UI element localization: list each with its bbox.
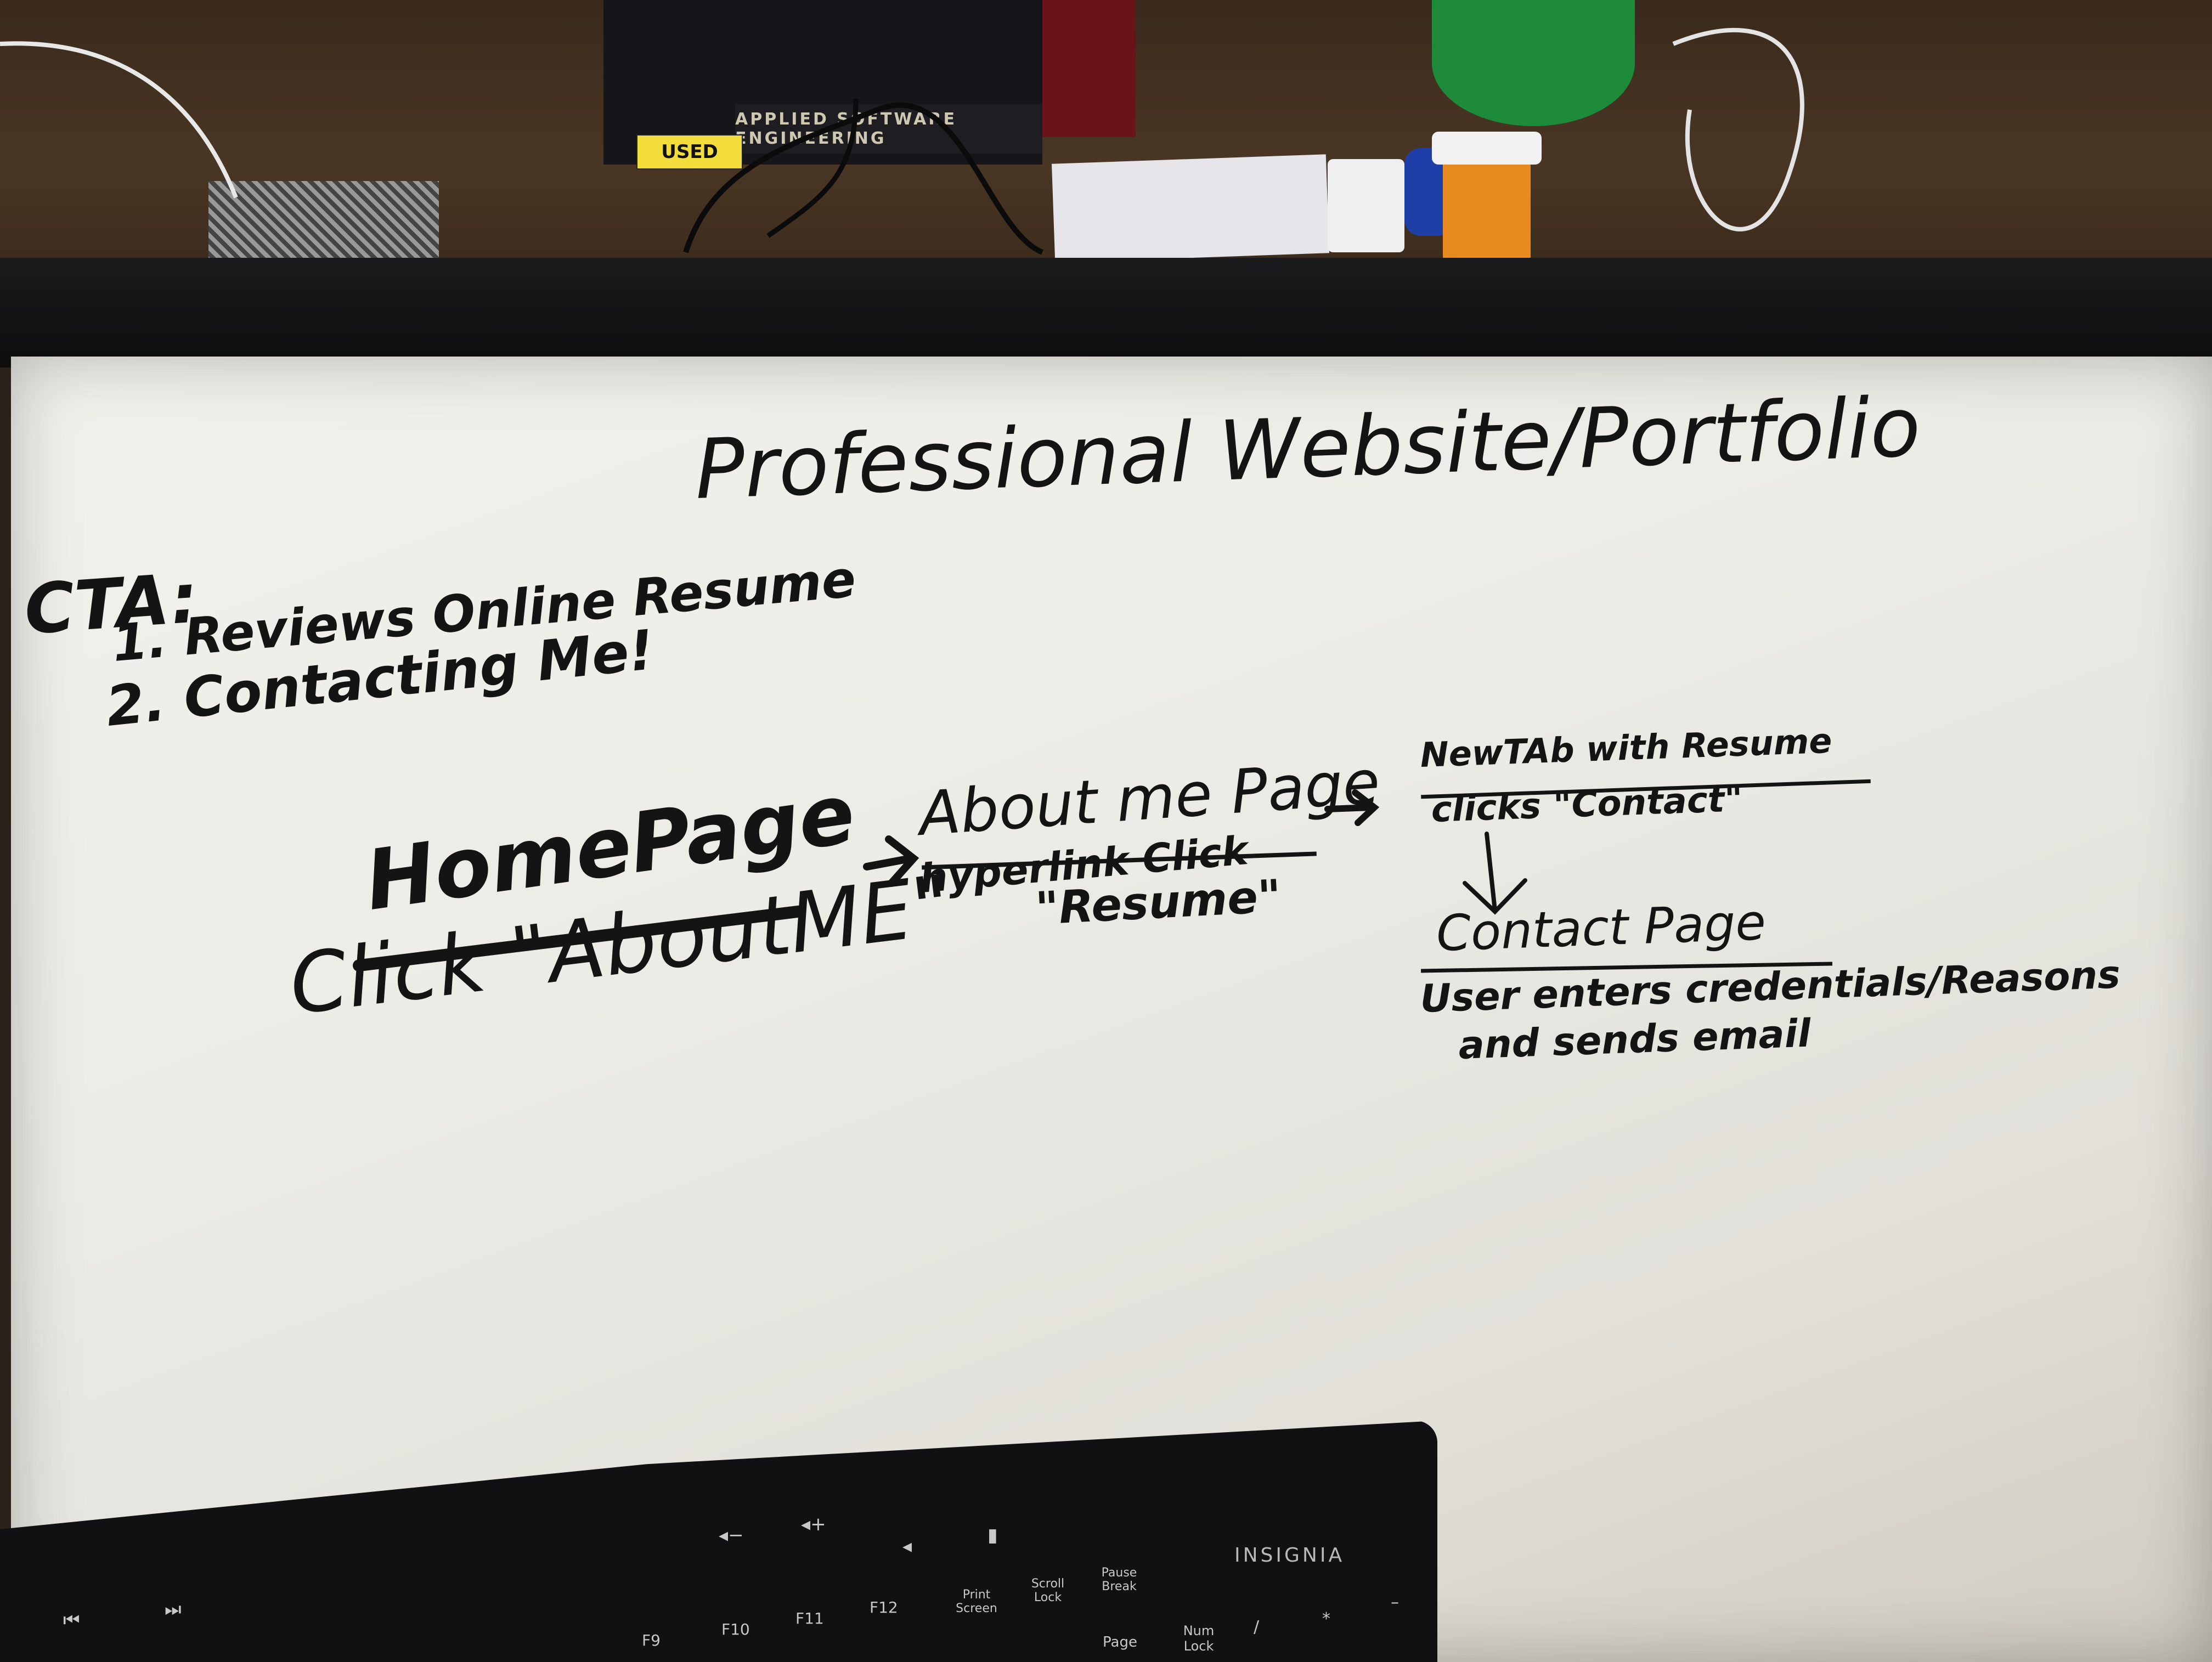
key-f10[interactable]: F10: [721, 1620, 750, 1638]
key-num-lock[interactable]: Num Lock: [1183, 1623, 1215, 1654]
key-print-screen[interactable]: Print Screen: [956, 1588, 997, 1616]
red-book: [1042, 0, 1136, 137]
volume-down-icon[interactable]: ◂−: [719, 1524, 744, 1546]
newtab-node-title: NewTAb with Resume: [1419, 720, 1833, 775]
volume-up-icon[interactable]: ◂+: [801, 1513, 826, 1535]
keyboard-brand: INSIGNIA: [1234, 1544, 1345, 1567]
cables: [0, 27, 1804, 255]
newtab-node-action: clicks "Contact": [1430, 779, 1743, 830]
key-slash[interactable]: /: [1254, 1618, 1260, 1637]
arrow-newtab-to-contact: [1463, 832, 1527, 915]
key-page[interactable]: Page: [1103, 1634, 1137, 1650]
contact-node-title: Contact Page: [1435, 894, 1767, 963]
key-f9[interactable]: F9: [642, 1631, 661, 1649]
calculator-icon[interactable]: ▮: [988, 1524, 998, 1546]
key-minus[interactable]: –: [1391, 1593, 1399, 1612]
mute-icon[interactable]: ◂: [902, 1535, 912, 1557]
key-star[interactable]: *: [1322, 1609, 1330, 1629]
previous-track-icon[interactable]: ⏮: [63, 1609, 80, 1631]
key-f12[interactable]: F12: [870, 1598, 898, 1616]
fabric-pad: [208, 181, 439, 269]
whiteboard-title: Professional Website/Portfolio: [693, 380, 1922, 518]
next-track-icon[interactable]: ⏭: [165, 1598, 182, 1620]
used-sticker: USED: [636, 134, 743, 169]
monitor-bezel: [0, 258, 2212, 368]
key-pause-break[interactable]: Pause Break: [1101, 1566, 1137, 1594]
contact-node-action-2: and sends email: [1458, 1010, 1812, 1068]
green-tape-roll: [1432, 0, 1635, 126]
about-node-title: About me Page: [917, 747, 1383, 849]
key-f11[interactable]: F11: [795, 1609, 824, 1627]
key-scroll-lock[interactable]: Scroll Lock: [1031, 1577, 1065, 1605]
desk-background: APPLIED SOFTWARE ENGINEERING USED: [0, 0, 2212, 274]
pill-bottle-cap: [1432, 132, 1542, 165]
wall-charger: [1328, 159, 1404, 252]
